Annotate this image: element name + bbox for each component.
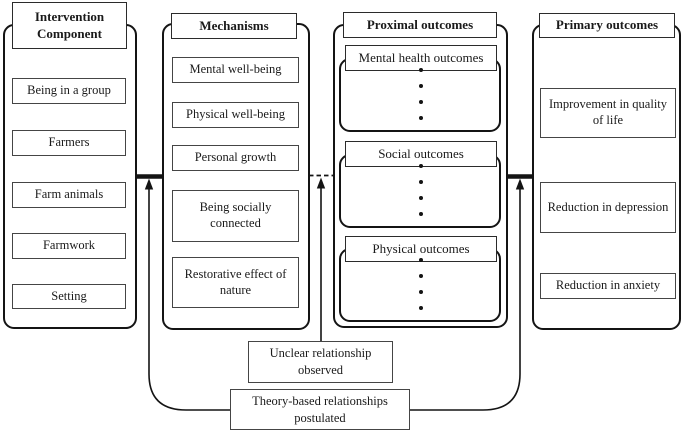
proximal-title: Proximal outcomes	[343, 12, 497, 38]
mechanism-item-mental-well-being: Mental well-being	[172, 57, 299, 83]
primary-item-reduction-anxiety: Reduction in anxiety	[540, 273, 676, 299]
intervention-item-being-in-a-group: Being in a group	[12, 78, 126, 104]
primary-title: Primary outcomes	[539, 13, 675, 38]
mechanism-item-personal-growth: Personal growth	[172, 145, 299, 171]
legend-unclear-relationship: Unclear relationship observed	[248, 341, 393, 383]
proximal-group-mental-health-title: Mental health outcomes	[345, 45, 497, 71]
ellipsis-dots	[418, 164, 423, 216]
theory-arrowhead-left	[144, 178, 154, 190]
theory-arrowhead-right	[515, 178, 525, 190]
ellipsis-dots	[418, 258, 423, 310]
mechanisms-title: Mechanisms	[171, 13, 297, 39]
primary-item-reduction-depression: Reduction in depression	[540, 182, 676, 233]
intervention-container	[3, 24, 137, 329]
intervention-item-farmwork: Farmwork	[12, 233, 126, 259]
ellipsis-dots	[418, 68, 423, 120]
proximal-group-social-title: Social outcomes	[345, 141, 497, 167]
mechanism-item-being-socially-connected: Being socially connected	[172, 190, 299, 242]
unclear-arrowhead	[316, 177, 326, 189]
intervention-item-farmers: Farmers	[12, 130, 126, 156]
intervention-item-farm-animals: Farm animals	[12, 182, 126, 208]
mechanism-item-restorative-effect: Restorative effect of nature	[172, 257, 299, 308]
primary-item-quality-of-life: Improvement in quality of life	[540, 88, 676, 138]
mechanism-item-physical-well-being: Physical well-being	[172, 102, 299, 128]
intervention-title: Intervention Component	[12, 2, 127, 49]
intervention-item-setting: Setting	[12, 284, 126, 309]
legend-theory-based: Theory-based relationships postulated	[230, 389, 410, 430]
